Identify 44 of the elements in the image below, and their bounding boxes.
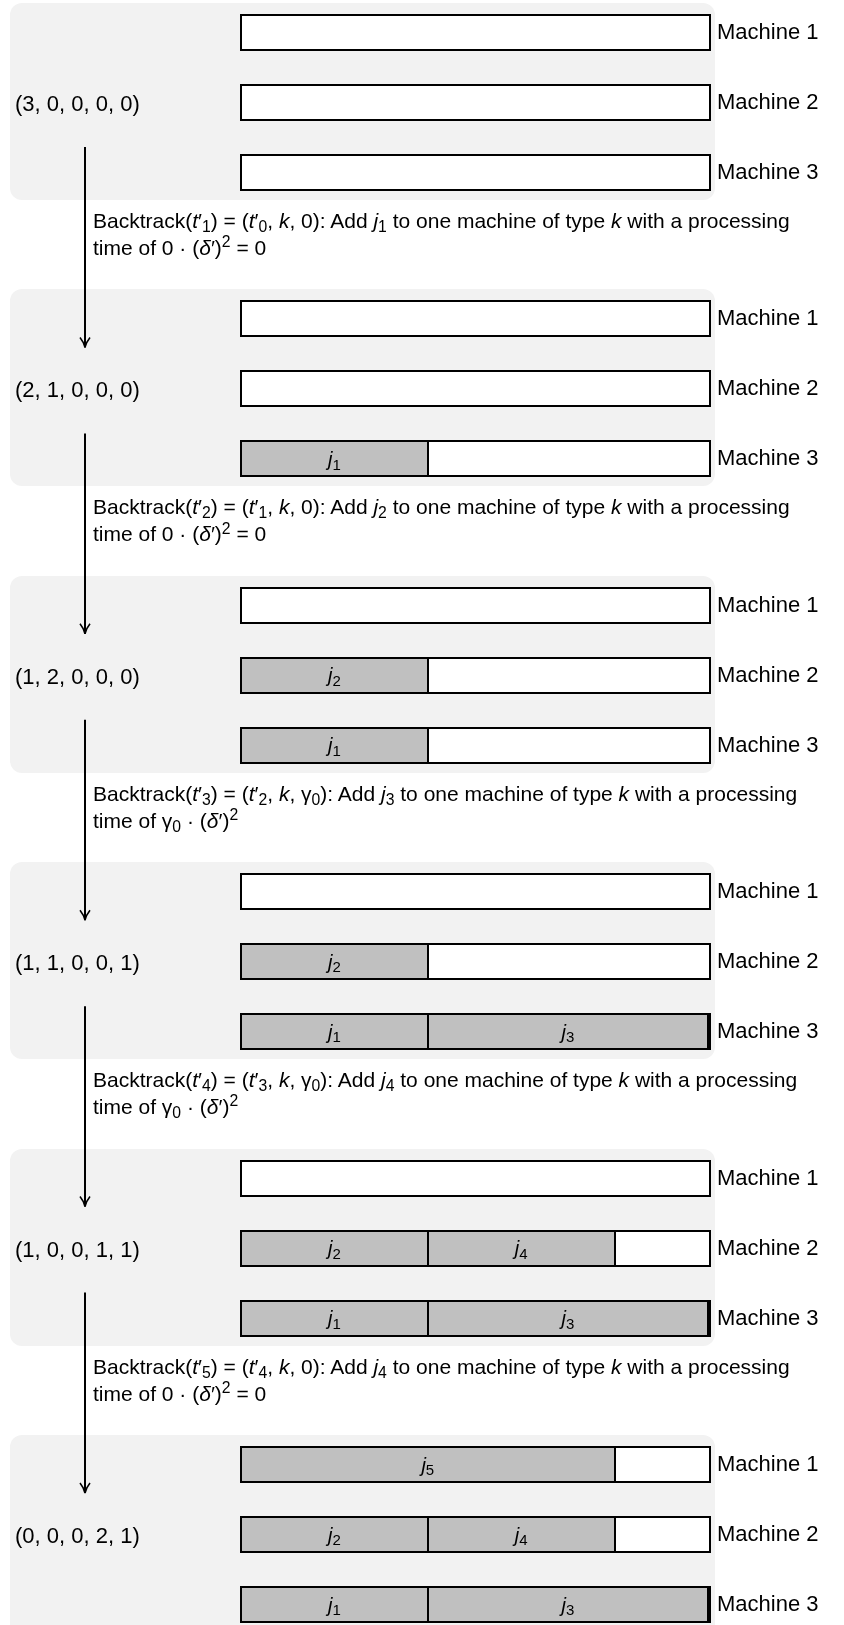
job-segment: j$_{3}$ [428, 1301, 709, 1335]
machine-label: Machine 2 [717, 88, 819, 116]
job-segment: j$_{4}$ [428, 1231, 616, 1265]
job-segment: j$_{3}$ [428, 1015, 709, 1049]
machine-label: Machine 1 [717, 1450, 819, 1478]
edge-label: Backtrack(t′$_{4}$) = (t′$_{3}$, k, γ$_{0}$): Add j$_{4}$ to one machine of type k with a processing time of γ$_{0}$ · (δ′)$^{2}$ [93, 1067, 799, 1121]
job-segment: j$_{1}$ [242, 728, 429, 762]
machine-label: Machine 2 [717, 1233, 819, 1262]
job-segment: j$_{2}$ [242, 945, 429, 979]
edge-label: Backtrack(t′$_{1}$) = (t′$_{0}$, k, 0): Add j$_{1}$ to one machine of type k with a processing time of 0 · (δ′)$^{2}$ = 0 [93, 208, 791, 261]
state-tuple: (1, 2, 0, 0, 0) [15, 633, 140, 720]
machine-label: Machine 3 [717, 1303, 819, 1332]
job-segment: j$_{3}$ [428, 1588, 709, 1621]
job-segment: j$_{5}$ [242, 1448, 616, 1481]
edge-label: Backtrack(t′$_{2}$) = (t′$_{1}$, k, 0): Add j$_{2}$ to one machine of type k with a processing time of 0 · (δ′)$^{2}$ = 0 [93, 494, 791, 548]
machine-label: Machine 1 [717, 18, 819, 46]
machine-label: Machine 3 [717, 158, 819, 186]
edge-label: Backtrack(t′$_{3}$) = (t′$_{2}$, k, γ$_{0}$): Add j$_{3}$ to one machine of type k with a processing time of γ$_{0}$ · (δ′)$^{2}$ [93, 780, 799, 834]
machine-label: Machine 1 [717, 877, 819, 906]
job-segment: j$_{2}$ [242, 658, 429, 692]
job-segment: j$_{1}$ [242, 1015, 429, 1049]
machine-label: Machine 2 [717, 660, 819, 689]
state-tuple: (1, 0, 0, 1, 1) [15, 1206, 140, 1293]
machine-label: Machine 2 [717, 1520, 819, 1548]
state-tuple: (3, 0, 0, 0, 0) [15, 61, 140, 147]
state-tuple: (0, 0, 0, 2, 1) [15, 1493, 140, 1579]
machine-label: Machine 3 [717, 1017, 819, 1046]
job-segment: j$_{2}$ [242, 1231, 429, 1265]
job-segment: j$_{2}$ [242, 1518, 429, 1551]
machine-label: Machine 2 [717, 374, 819, 403]
edge-label: Backtrack(t′$_{5}$) = (t′$_{4}$, k, 0): Add j$_{4}$ to one machine of type k with a processing time of 0 · (δ′)$^{2}$ = 0 [93, 1353, 791, 1407]
machine-label: Machine 2 [717, 947, 819, 976]
job-segment: j$_{1}$ [242, 1301, 429, 1335]
machine-label: Machine 3 [717, 730, 819, 759]
job-segment: j$_{1}$ [242, 442, 429, 476]
machine-label: Machine 3 [717, 1590, 819, 1618]
machine-label: Machine 1 [717, 1163, 819, 1192]
machine-label: Machine 3 [717, 444, 819, 473]
machine-label: Machine 1 [717, 304, 819, 333]
job-segment: j$_{4}$ [428, 1518, 616, 1551]
state-tuple: (2, 1, 0, 0, 0) [15, 347, 140, 434]
machine-label: Machine 1 [717, 590, 819, 619]
state-tuple: (1, 1, 0, 0, 1) [15, 920, 140, 1007]
job-segment: j$_{1}$ [242, 1588, 429, 1621]
